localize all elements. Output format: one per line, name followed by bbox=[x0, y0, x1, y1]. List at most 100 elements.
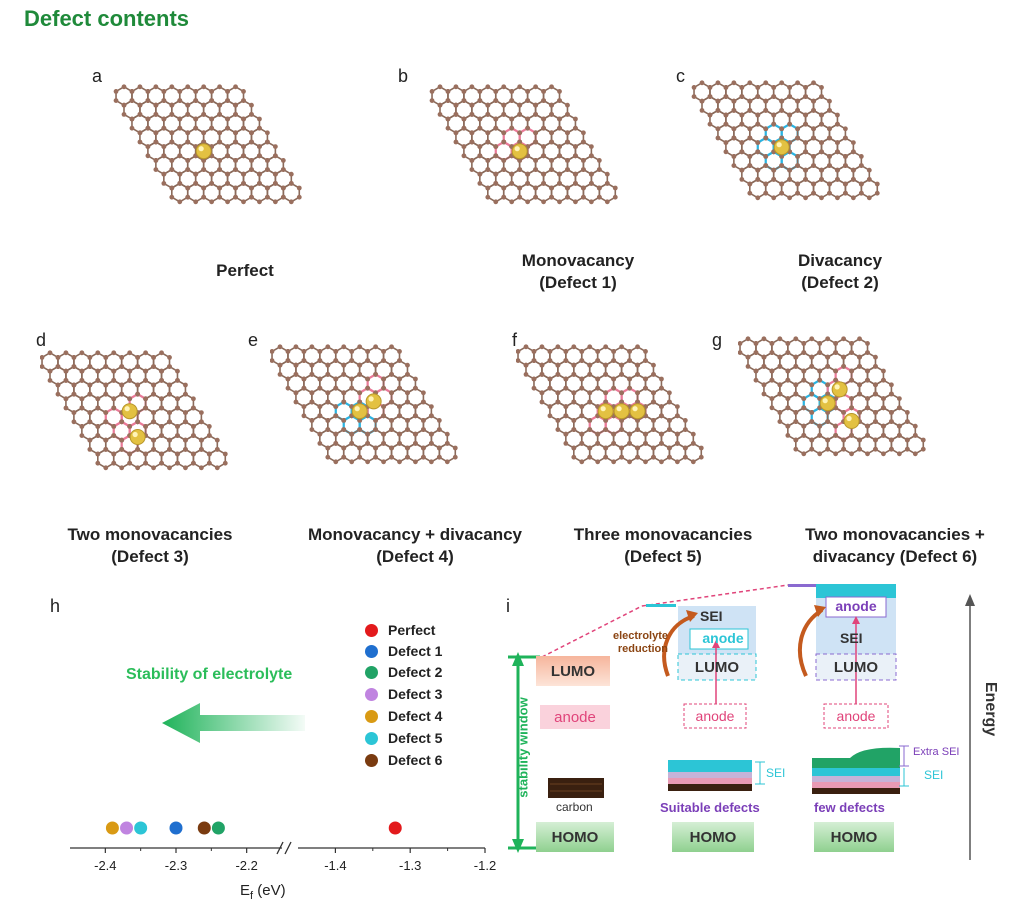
carbon-atom bbox=[833, 368, 839, 374]
carbon-atom bbox=[349, 431, 355, 437]
carbon-atom bbox=[795, 98, 801, 104]
carbon-atom bbox=[777, 364, 783, 369]
carbon-atom bbox=[341, 390, 347, 396]
carbon-atom bbox=[819, 140, 824, 145]
carbon-atom bbox=[206, 460, 212, 466]
carbon-atom bbox=[603, 445, 609, 451]
carbon-atom bbox=[301, 413, 307, 419]
carbon-atom bbox=[333, 349, 339, 354]
carbon-atom bbox=[296, 194, 302, 200]
carbon-atom bbox=[143, 460, 149, 466]
carbon-atom bbox=[341, 445, 347, 451]
carbon-atom bbox=[619, 399, 625, 405]
carbon-atom bbox=[357, 344, 363, 350]
sei-label-col2: SEI bbox=[700, 608, 723, 624]
carbon-atom bbox=[177, 181, 183, 186]
carbon-atom bbox=[565, 112, 570, 117]
carbon-atom bbox=[493, 116, 499, 122]
carbon-atom bbox=[896, 451, 902, 457]
carbon-atom bbox=[509, 171, 515, 177]
carbon-atom bbox=[747, 135, 753, 141]
carbon-atom bbox=[596, 158, 602, 163]
carbon-atom bbox=[333, 358, 339, 363]
lattice-hexagon bbox=[668, 442, 687, 463]
carbon-atom bbox=[71, 364, 77, 369]
carbon-atom bbox=[715, 98, 721, 104]
carbon-atom bbox=[904, 437, 910, 443]
carbon-atom bbox=[595, 459, 601, 465]
energy-axis-label: Energy bbox=[982, 681, 999, 737]
carbon-atom bbox=[579, 413, 585, 419]
carbon-atom bbox=[850, 149, 856, 155]
carbon-atom bbox=[865, 423, 870, 429]
caption-two-monovacancies: Two monovacancies (Defect 3) bbox=[67, 525, 233, 566]
carbon-atom bbox=[771, 85, 777, 90]
carbon-atom bbox=[161, 89, 167, 94]
carbon-atom bbox=[549, 84, 554, 90]
carbon-atom bbox=[619, 372, 625, 377]
carbon-atom bbox=[493, 199, 499, 205]
carbon-atom bbox=[533, 102, 539, 108]
carbon-atom bbox=[272, 144, 278, 149]
carbon-atom bbox=[127, 424, 133, 429]
carbon-atom bbox=[452, 454, 458, 460]
lattice-hexagon bbox=[487, 182, 505, 203]
lattice-hexagon bbox=[652, 442, 671, 463]
carbon-atom bbox=[257, 171, 262, 177]
carbon-atom bbox=[787, 195, 793, 201]
lithium-atom-highlight bbox=[776, 142, 782, 148]
legend-dot bbox=[365, 644, 378, 658]
axis-break-mark bbox=[276, 841, 284, 855]
carbon-atom bbox=[731, 163, 737, 168]
panel-letter-f: f bbox=[512, 330, 518, 350]
carbon-atom bbox=[201, 102, 207, 108]
carbon-atom bbox=[469, 112, 475, 117]
carbon-atom bbox=[659, 431, 664, 437]
homo-box-col3: HOMO bbox=[814, 822, 894, 852]
carbon-atom bbox=[249, 185, 254, 191]
lattice-hexagon bbox=[518, 182, 537, 203]
carbon-atom bbox=[143, 424, 149, 429]
lumo-box: LUMO bbox=[536, 656, 610, 686]
carbon-atom bbox=[493, 181, 499, 186]
carbon-atom bbox=[288, 171, 294, 177]
carbon-atom bbox=[509, 89, 515, 94]
carbon-atom bbox=[579, 376, 585, 382]
carbon-atom bbox=[191, 460, 196, 466]
carbon-atom bbox=[111, 424, 117, 429]
carbon-atom bbox=[745, 354, 751, 360]
carbon-atom bbox=[55, 355, 61, 360]
carbon-atom bbox=[588, 199, 594, 205]
carbon-atom bbox=[71, 391, 77, 397]
carbon-atom bbox=[201, 167, 207, 172]
carbon-atom bbox=[857, 364, 862, 369]
carbon-atom bbox=[896, 433, 902, 438]
legend-dot bbox=[365, 665, 378, 679]
carbon-atom bbox=[573, 125, 578, 131]
carbon-atom bbox=[873, 446, 878, 452]
carbon-atom bbox=[421, 399, 426, 405]
lattice-hexagon bbox=[406, 442, 425, 463]
carbon-atom bbox=[373, 418, 379, 423]
carbon-atom bbox=[129, 89, 135, 94]
carbon-atom bbox=[365, 441, 371, 446]
lattice-hexagon bbox=[171, 182, 189, 203]
carbon-atom bbox=[421, 454, 426, 460]
carbon-atom bbox=[280, 185, 286, 191]
carbon-atom bbox=[333, 431, 339, 437]
carbon-atom bbox=[573, 144, 578, 149]
formation-energy-axis: -2.4-2.3-2.2-1.4-1.3-1.2 bbox=[70, 821, 496, 870]
carbon-atom bbox=[835, 121, 840, 127]
carbon-atom bbox=[809, 419, 815, 424]
carbon-atom bbox=[357, 418, 363, 423]
carbon-atom bbox=[619, 427, 625, 432]
carbon-atom bbox=[167, 447, 172, 452]
carbon-atom bbox=[643, 441, 648, 446]
carbon-atom bbox=[373, 427, 379, 432]
carbon-atom bbox=[755, 121, 761, 127]
carbon-atom bbox=[325, 372, 331, 377]
carbon-atom bbox=[865, 368, 870, 374]
carbon-atom bbox=[365, 349, 371, 354]
carbon-atom bbox=[747, 108, 753, 113]
carbon-atom bbox=[135, 465, 141, 471]
